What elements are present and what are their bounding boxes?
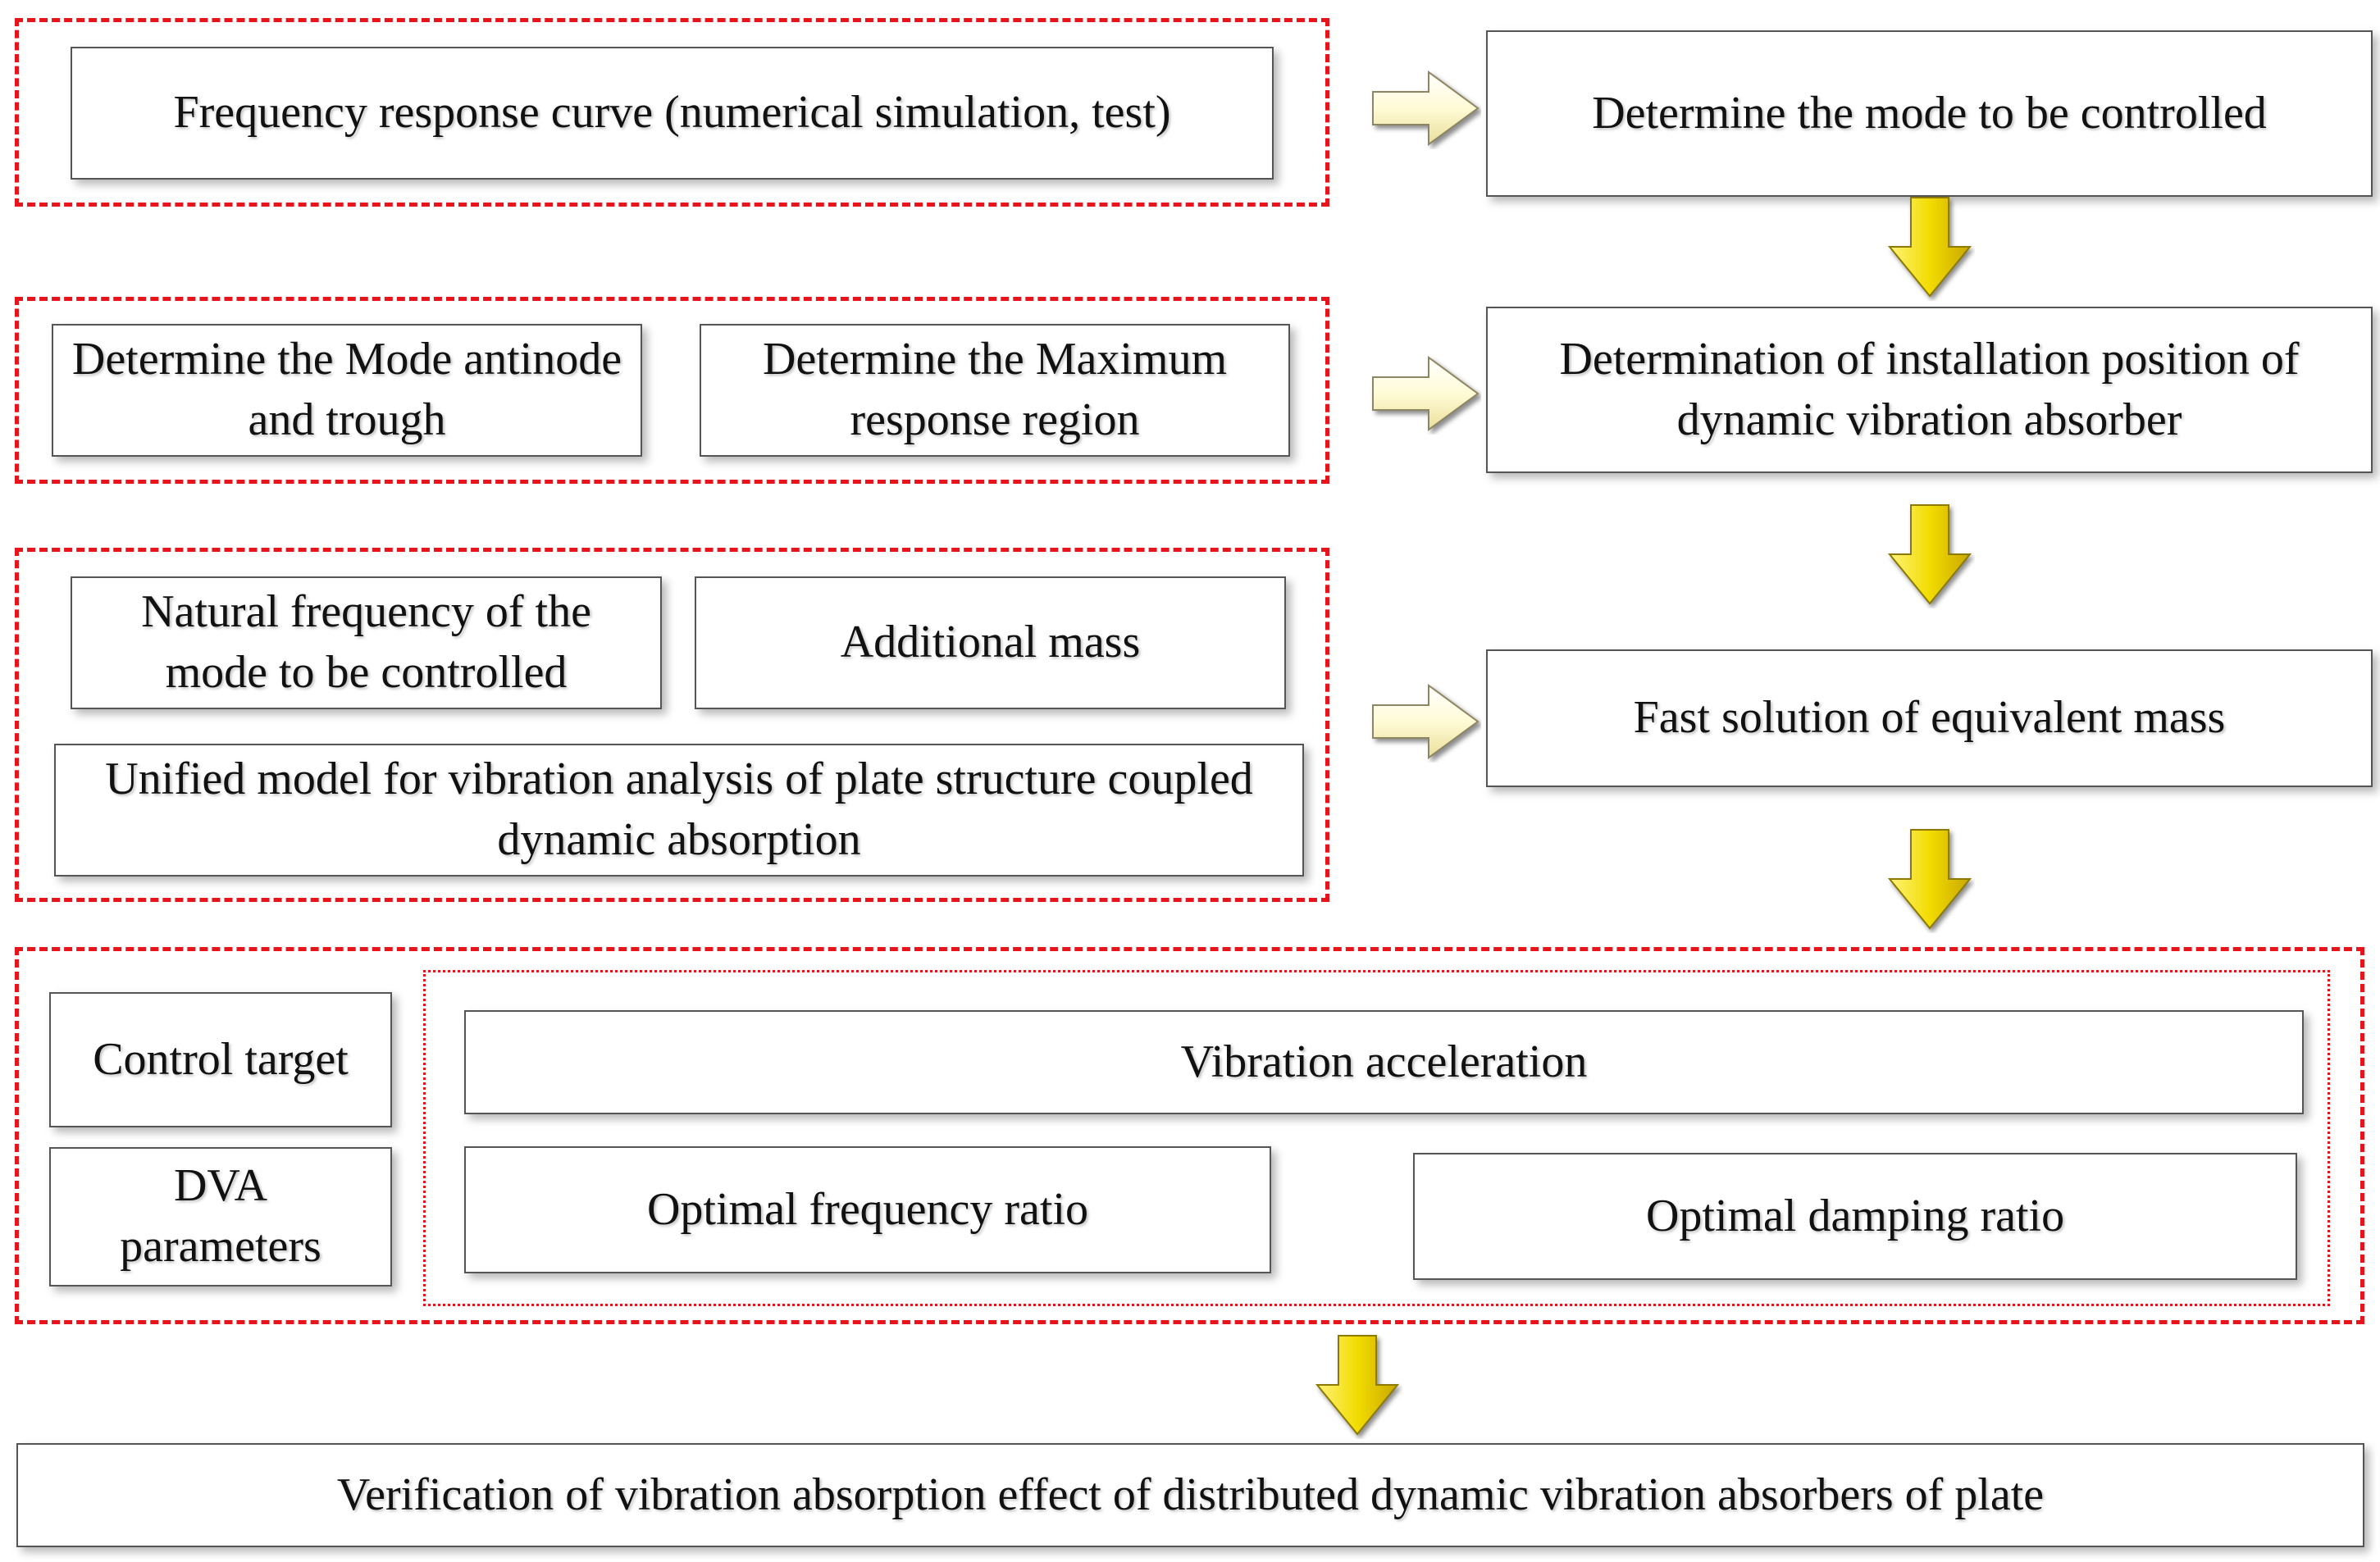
group-optimal-parameters [423, 970, 2330, 1306]
mode-controlled-label: Determine the mode to be controlled [1592, 87, 2267, 139]
verification-box: Verification of vibration absorption eff… [16, 1443, 2364, 1547]
additional-mass-box: Additional mass [695, 576, 1286, 709]
arrow-right-icon [1372, 684, 1480, 759]
installation-position-label: Determination of installation position o… [1559, 333, 2300, 445]
vibration-acceleration-label: Vibration acceleration [1180, 1036, 1588, 1087]
arrow-right-icon [1372, 71, 1480, 146]
vibration-acceleration-box: Vibration acceleration [464, 1010, 2304, 1114]
equivalent-mass-label: Fast solution of equivalent mass [1633, 692, 2226, 744]
group-frequency-response [15, 18, 1329, 207]
arrow-down-icon [1887, 504, 1972, 605]
mode-antinode-label: Determine the Mode antinode and trough [71, 334, 622, 445]
mode-controlled-box: Determine the mode to be controlled [1486, 30, 2373, 197]
unified-model-box: Unified model for vibration analysis of … [54, 744, 1304, 877]
control-target-label: Control target [93, 1033, 349, 1085]
frequency-response-box: Frequency response curve (numerical simu… [71, 47, 1274, 180]
arrow-down-icon [1315, 1335, 1400, 1436]
group-mode-region [15, 297, 1329, 484]
installation-position-box: Determination of installation position o… [1486, 307, 2373, 473]
optimal-damping-ratio-label: Optimal damping ratio [1645, 1190, 2065, 1241]
natural-frequency-box: Natural frequency of the mode to be cont… [71, 576, 662, 709]
optimal-damping-ratio-box: Optimal damping ratio [1413, 1153, 2297, 1280]
arrow-right-icon [1372, 356, 1480, 431]
maximum-response-label: Determine the Maximum response region [762, 334, 1228, 445]
dva-parameters-box: DVA parameters [49, 1147, 392, 1286]
natural-frequency-label: Natural frequency of the mode to be cont… [141, 586, 591, 698]
group-parameters [15, 947, 2364, 1324]
optimal-frequency-ratio-label: Optimal frequency ratio [646, 1183, 1088, 1235]
mode-antinode-box: Determine the Mode antinode and trough [52, 324, 642, 457]
maximum-response-box: Determine the Maximum response region [700, 324, 1290, 457]
verification-label: Verification of vibration absorption eff… [336, 1469, 2045, 1520]
equivalent-mass-box: Fast solution of equivalent mass [1486, 649, 2373, 787]
unified-model-label: Unified model for vibration analysis of … [105, 754, 1253, 865]
control-target-box: Control target [49, 992, 392, 1127]
optimal-frequency-ratio-box: Optimal frequency ratio [464, 1146, 1271, 1273]
arrow-down-icon [1887, 197, 1972, 298]
additional-mass-label: Additional mass [840, 617, 1141, 668]
dva-parameters-label: DVA parameters [120, 1160, 321, 1272]
frequency-response-label: Frequency response curve (numerical simu… [173, 87, 1171, 139]
group-model-inputs [15, 548, 1329, 902]
arrow-down-icon [1887, 829, 1972, 930]
